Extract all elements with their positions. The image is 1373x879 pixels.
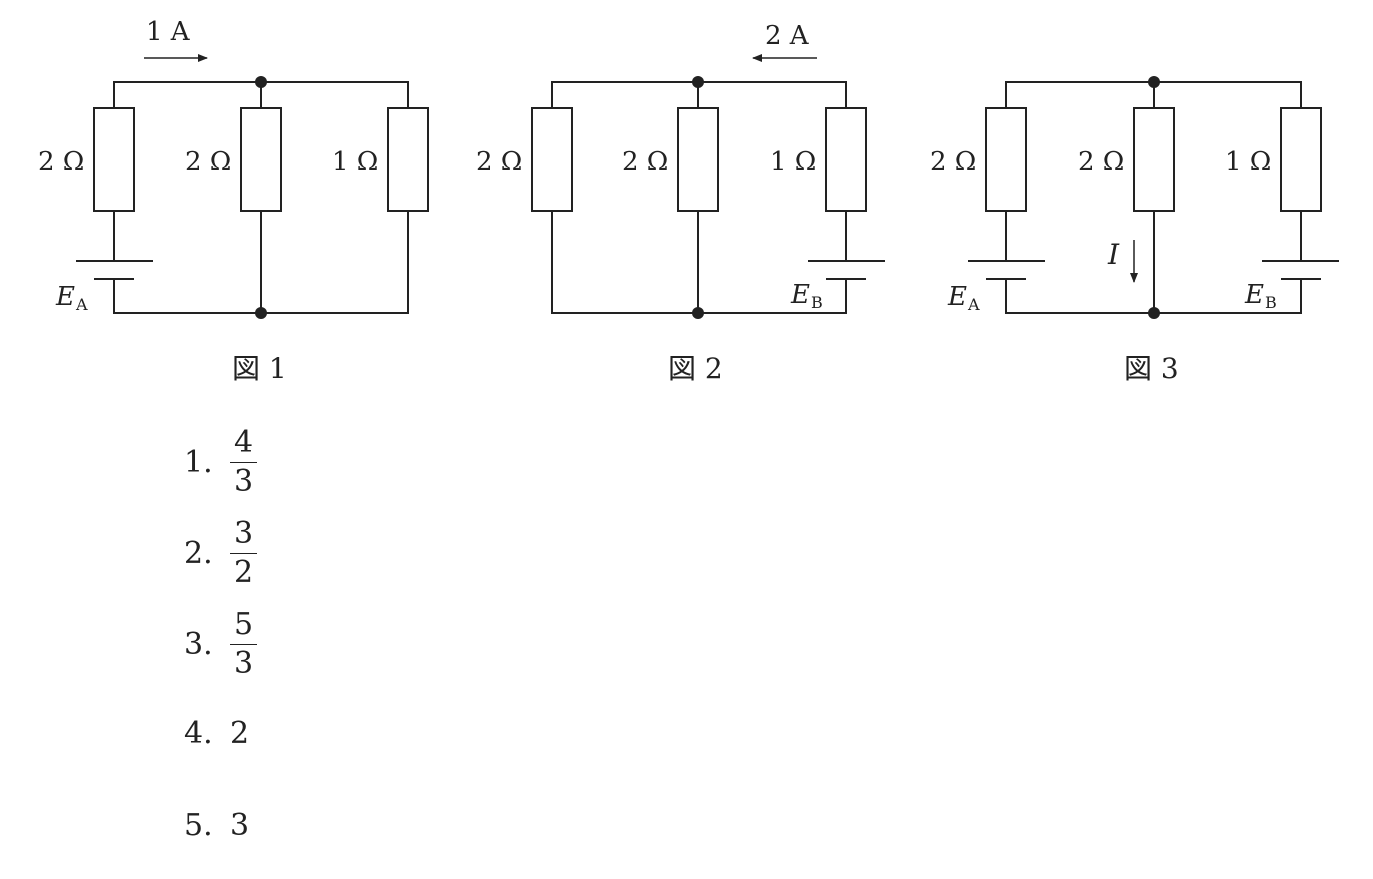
choice-fraction: 4 3: [230, 428, 258, 499]
choice-fraction: 5 3: [230, 610, 258, 681]
node: [1148, 307, 1160, 319]
resistor-label: 2 Ω: [185, 147, 231, 177]
resistor-right: [387, 107, 429, 212]
choice-value: 3: [230, 808, 250, 843]
figure-caption: 図 1: [232, 352, 287, 385]
resistor-left: [93, 107, 135, 212]
current-label: 2 A: [765, 21, 810, 51]
resistor-label: 2 Ω: [622, 147, 668, 177]
figure-caption: 図 3: [1124, 352, 1179, 385]
node: [1148, 76, 1160, 88]
node: [255, 307, 267, 319]
node: [692, 307, 704, 319]
choice-number: 3.: [184, 627, 213, 662]
numerator: 3: [230, 519, 258, 554]
resistor-label: 1 Ω: [332, 147, 378, 177]
resistor-left: [985, 107, 1027, 212]
numerator: 5: [230, 610, 258, 645]
node: [692, 76, 704, 88]
resistor-middle: [677, 107, 719, 212]
resistor-right: [1280, 107, 1322, 212]
circuit-3: [968, 81, 1339, 314]
denominator: 2: [234, 555, 254, 590]
choice-value: 2: [230, 716, 250, 751]
choice-5[interactable]: 5. 3: [184, 808, 249, 843]
current-label: 1 A: [146, 17, 191, 47]
resistor-label: 2 Ω: [38, 147, 84, 177]
node: [255, 76, 267, 88]
resistor-middle: [1133, 107, 1175, 212]
circuit-2: [531, 54, 885, 314]
denominator: 3: [234, 464, 254, 499]
choice-number: 5.: [184, 808, 213, 843]
choice-fraction: 3 2: [230, 519, 258, 590]
resistor-right: [825, 107, 867, 212]
resistor-label: 2 Ω: [1078, 147, 1124, 177]
choice-2[interactable]: 2. 3 2: [184, 519, 258, 590]
figure-caption: 図 2: [668, 352, 723, 385]
battery-label: EA: [55, 282, 88, 314]
choice-number: 1.: [184, 445, 213, 480]
numerator: 4: [230, 428, 258, 463]
resistor-middle: [240, 107, 282, 212]
resistor-label: 1 Ω: [1225, 147, 1271, 177]
resistor-label: 2 Ω: [476, 147, 522, 177]
circuit-figures: 1 A 2 Ω 2 Ω 1 Ω EA 図 1 2 A 2 Ω 2 Ω 1 Ω E…: [38, 17, 1339, 385]
choice-4[interactable]: 4. 2: [184, 716, 249, 751]
resistor-left: [531, 107, 573, 212]
choice-number: 2.: [184, 536, 213, 571]
current-label: I: [1107, 238, 1120, 271]
denominator: 3: [234, 646, 254, 681]
resistor-label: 1 Ω: [770, 147, 816, 177]
choice-3[interactable]: 3. 5 3: [184, 610, 258, 681]
battery-label: EA: [947, 282, 980, 314]
battery-label: EB: [790, 280, 823, 312]
choice-1[interactable]: 1. 4 3: [184, 428, 258, 499]
battery-label: EB: [1244, 280, 1277, 312]
resistor-label: 2 Ω: [930, 147, 976, 177]
choice-number: 4.: [184, 716, 213, 751]
circuit-1: [76, 54, 429, 314]
